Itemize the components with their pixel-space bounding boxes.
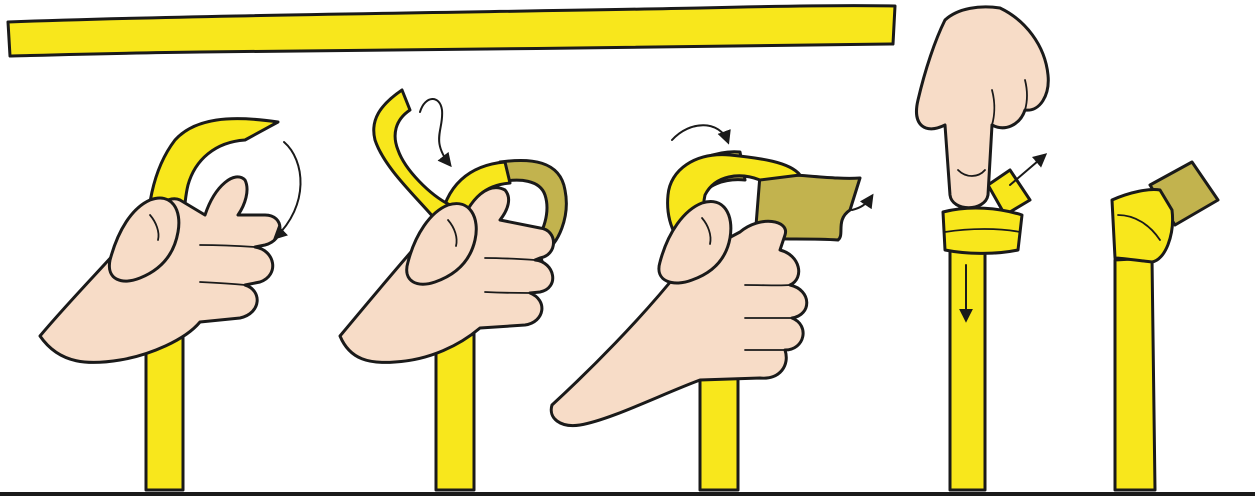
step-1	[38, 117, 302, 492]
step-2	[338, 88, 568, 492]
flat-strap	[6, 4, 897, 58]
step-5	[1110, 160, 1220, 492]
finished-knot	[1110, 188, 1175, 264]
curved-arrow-icon	[671, 124, 731, 145]
pointing-hand-icon	[915, 5, 1050, 210]
pull-arrow-icon	[851, 193, 874, 211]
thumb-icon	[107, 196, 181, 283]
curved-arrow-icon	[419, 98, 452, 168]
up-arrow-icon	[1009, 153, 1048, 186]
step-4	[915, 5, 1050, 492]
step-3	[549, 124, 874, 492]
curved-arrow-icon	[272, 141, 302, 240]
